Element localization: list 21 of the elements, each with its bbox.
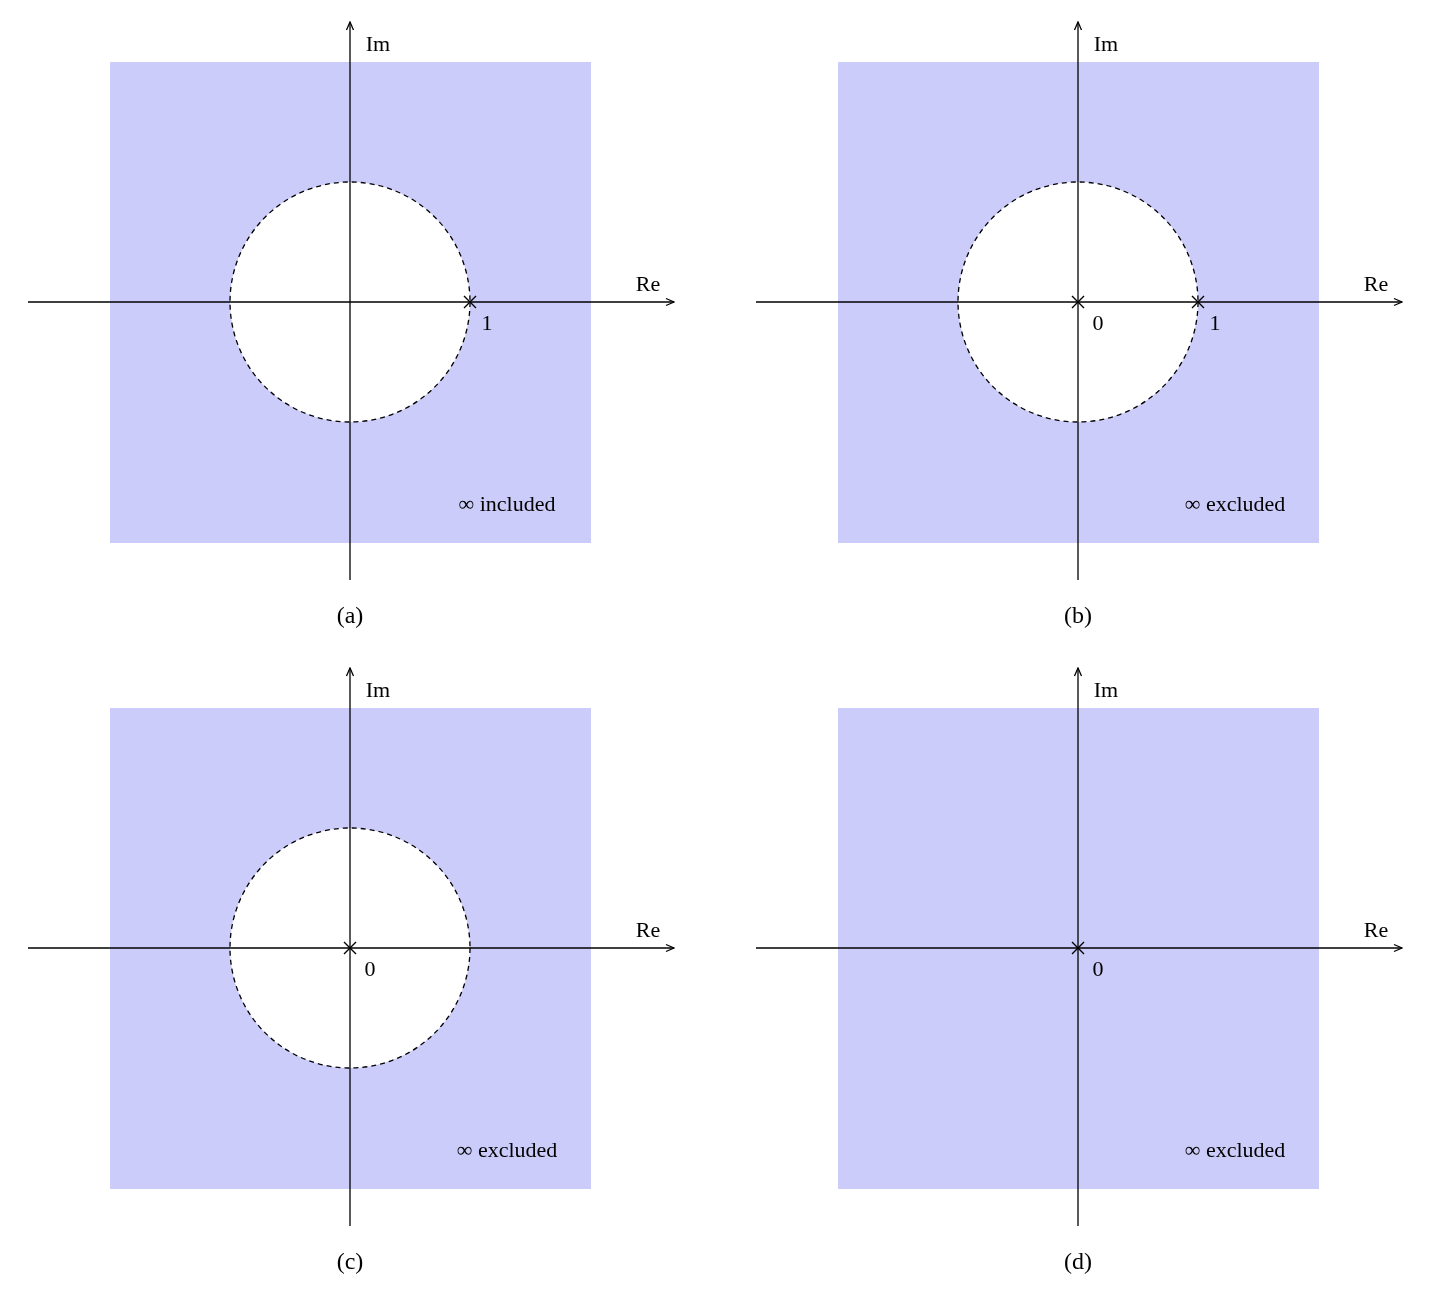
axis-label: Re [1363,273,1389,295]
axis-label: Im [1093,33,1119,55]
panel-caption: (d) [1064,1249,1092,1273]
panel-caption: (a) [336,603,364,627]
axis-label: Im [365,679,391,701]
axis-label: Im [365,33,391,55]
region-note: ∞ excluded [1184,493,1286,515]
panel-caption: (c) [336,1249,364,1273]
axis-label: Re [635,273,661,295]
region-note: ∞ excluded [1184,1139,1286,1161]
region-note: ∞ excluded [456,1139,558,1161]
panel-caption: (b) [1064,603,1092,627]
tick-label: 0 [1092,312,1104,334]
region-note: ∞ included [458,493,556,515]
axis-label: Re [1363,919,1389,941]
axis-label: Im [1093,679,1119,701]
axis-label: Re [635,919,661,941]
tick-label: 0 [1092,958,1104,980]
tick-label: 1 [1209,312,1221,334]
tick-label: 1 [481,312,493,334]
tick-label: 0 [364,958,376,980]
